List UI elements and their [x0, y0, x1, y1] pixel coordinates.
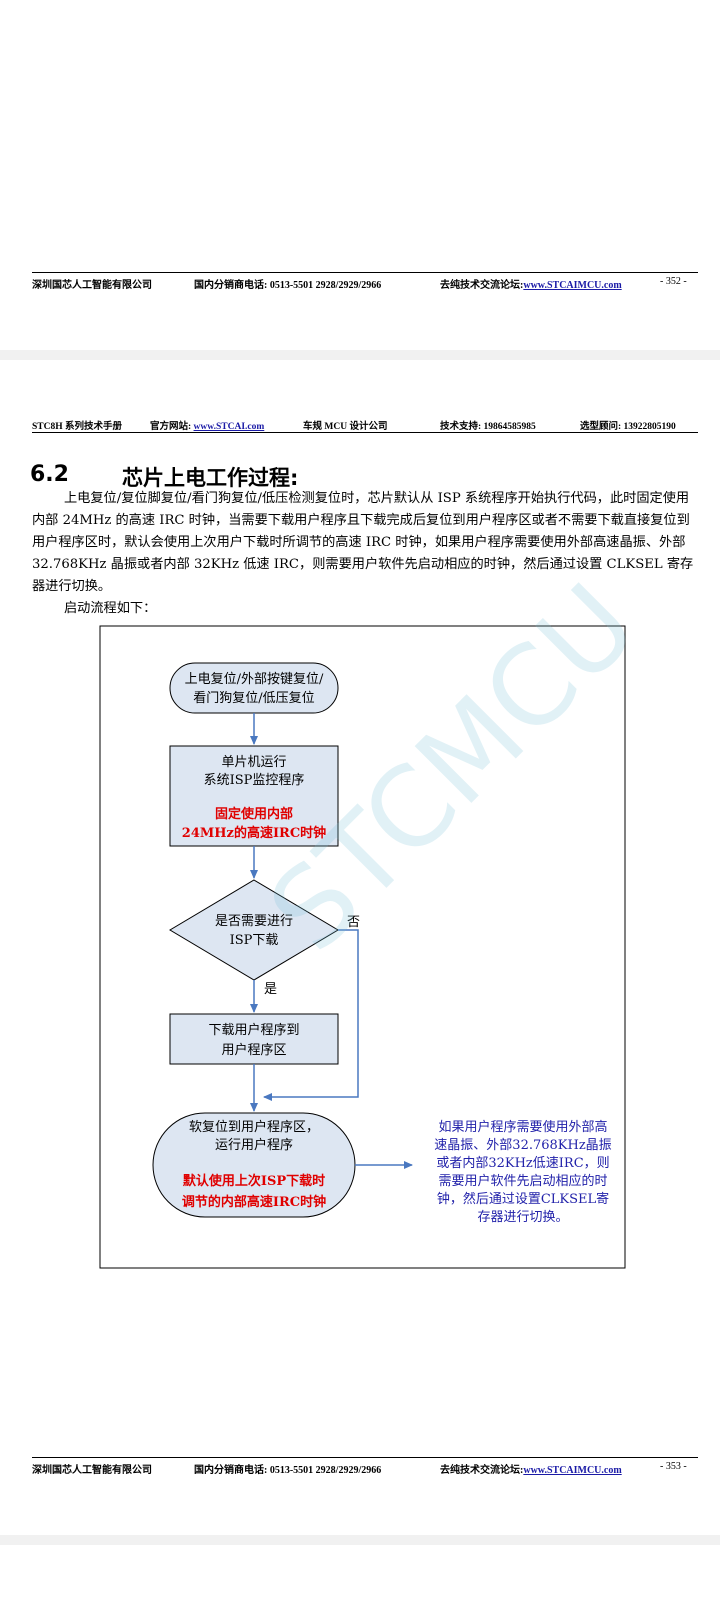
page1-footer-forum: 去纯技术交流论坛:www.STCAIMCU.com [440, 276, 622, 291]
arrow-no-branch [263, 929, 359, 1101]
note-line-1: 如果用户程序需要使用外部高 [438, 1119, 607, 1135]
start-line-1: 上电复位/外部按键复位/ [185, 672, 324, 687]
isp-line-2: 系统ISP监控程序 [204, 773, 305, 788]
page1-footer-page-number: - 352 - [660, 276, 687, 287]
note-line-2: 速晶振、外部32.768KHz晶振 [434, 1138, 611, 1153]
note-line-5: 钟，然后通过设置CLKSEL寄 [437, 1191, 609, 1207]
page-gap-bottom [0, 1535, 720, 1545]
forum-label: 去纯技术交流论坛: [440, 280, 524, 291]
start-line-2: 看门狗复位/低压复位 [193, 690, 314, 706]
page2-footer-forum: 去纯技术交流论坛:www.STCAIMCU.com [440, 1461, 622, 1476]
paragraph-1: 上电复位/复位脚复位/看门狗复位/低压检测复位时，芯片默认从 ISP 系统程序开… [32, 491, 694, 594]
download-line-2: 用户程序区 [221, 1042, 286, 1058]
yes-label: 是 [264, 982, 277, 997]
header-site-link[interactable]: www.STCAI.com [193, 422, 265, 432]
body-text: 上电复位/复位脚复位/看门狗复位/低压检测复位时，芯片默认从 ISP 系统程序开… [32, 488, 702, 620]
reset-red-line-2: 调节的内部高速IRC时钟 [182, 1194, 326, 1210]
section-number: 6.2 [30, 462, 69, 487]
note-line-6: 存器进行切换。 [477, 1210, 568, 1225]
flowchart-frame [99, 625, 626, 1269]
page1-footer-rule [32, 272, 698, 273]
page1-footer-company: 深圳国芯人工智能有限公司 [32, 280, 152, 291]
section-title: 芯片上电工作过程: [122, 466, 299, 490]
reset-line-2: 运行用户程序 [215, 1137, 293, 1153]
isp-red-line-1: 固定使用内部 [215, 806, 293, 822]
isp-red-line-2: 24MHz的高速IRC时钟 [182, 825, 326, 841]
page2-footer-rule [32, 1457, 698, 1458]
header-manual-title: STC8H 系列技术手册 [32, 422, 122, 432]
reset-line-1: 软复位到用户程序区， [189, 1119, 319, 1135]
download-node [169, 1013, 339, 1065]
header-consult: 选型顾问: 13922805190 [580, 422, 676, 432]
reset-red-line-1: 默认使用上次ISP下载时 [183, 1173, 325, 1189]
decision-line-1: 是否需要进行 [215, 914, 293, 929]
forum-label-2: 去纯技术交流论坛: [440, 1465, 524, 1476]
page-gap [0, 350, 720, 360]
header-site: 官方网站: www.STCAI.com [150, 418, 264, 432]
decision-line-2: ISP下载 [230, 933, 279, 948]
download-line-1: 下载用户程序到 [208, 1022, 299, 1038]
header-site-label: 官方网站: [150, 422, 194, 432]
no-label: 否 [347, 915, 360, 930]
header-support: 技术支持: 19864585985 [440, 422, 536, 432]
isp-line-1: 单片机运行 [221, 755, 286, 770]
isp-node [169, 745, 339, 847]
paragraph-2: 启动流程如下： [64, 601, 157, 616]
page2-footer-page-number: - 353 - [660, 1461, 687, 1472]
page2-footer-phone: 国内分销商电话: 0513-5501 2928/2929/2966 [194, 1465, 382, 1476]
page1-footer-phone: 国内分销商电话: 0513-5501 2928/2929/2966 [194, 280, 382, 291]
note-line-3: 或者内部32KHz低速IRC，则 [436, 1155, 609, 1171]
forum-link[interactable]: www.STCAIMCU.com [523, 280, 622, 291]
header-auto: 车规 MCU 设计公司 [303, 422, 388, 432]
header-rule [32, 432, 698, 433]
page2-footer-company: 深圳国芯人工智能有限公司 [32, 1465, 152, 1476]
forum-link-2[interactable]: www.STCAIMCU.com [523, 1465, 622, 1476]
note-line-4: 需要用户软件先启动相应的时 [438, 1173, 607, 1189]
